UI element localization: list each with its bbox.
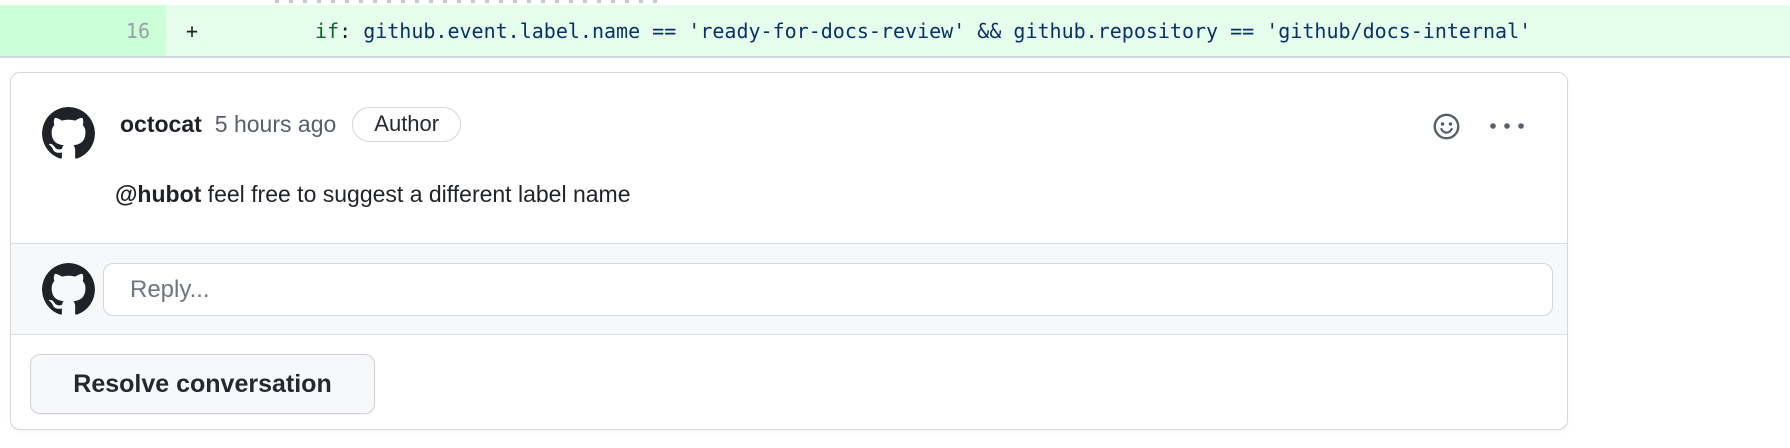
comment-author[interactable]: octocat [120, 110, 202, 137]
author-badge: Author [352, 106, 462, 142]
octocat-logo-icon [42, 263, 95, 315]
comment-header: octocat 5 hours ago Author [120, 104, 462, 144]
clipped-previous-line [275, 0, 665, 3]
code-keyword: if [315, 18, 340, 43]
smiley-icon [1433, 113, 1460, 139]
diff-line-addition: 16 + if: github.event.label.name == 'rea… [0, 5, 1790, 58]
code-separator: : [339, 18, 364, 43]
diff-addition-marker: + [186, 18, 199, 43]
review-comment-card: octocat 5 hours ago Author @hubot feel f… [10, 72, 1568, 430]
diff-line-number[interactable]: 16 [0, 5, 166, 56]
add-reaction-button[interactable] [1433, 113, 1460, 140]
resolve-section: Resolve conversation [11, 334, 1567, 429]
resolve-conversation-button[interactable]: Resolve conversation [30, 354, 375, 414]
diff-code: if: github.event.label.name == 'ready-fo… [315, 5, 1531, 56]
comment-text: feel free to suggest a different label n… [201, 181, 631, 207]
kebab-horizontal-icon [1490, 123, 1524, 129]
reply-section [11, 243, 1567, 334]
code-expression: github.event.label.name == 'ready-for-do… [363, 18, 1532, 43]
comment-header-actions [1433, 113, 1527, 139]
comment-author-avatar[interactable] [42, 107, 95, 160]
comment-timestamp[interactable]: 5 hours ago [214, 110, 337, 137]
octocat-logo-icon [42, 107, 95, 159]
user-mention-link[interactable]: @hubot [115, 181, 202, 207]
reply-user-avatar[interactable] [42, 263, 95, 316]
reply-input[interactable] [103, 263, 1553, 316]
comment-body: @hubot feel free to suggest a different … [115, 180, 630, 208]
comment-options-button[interactable] [1487, 120, 1527, 132]
